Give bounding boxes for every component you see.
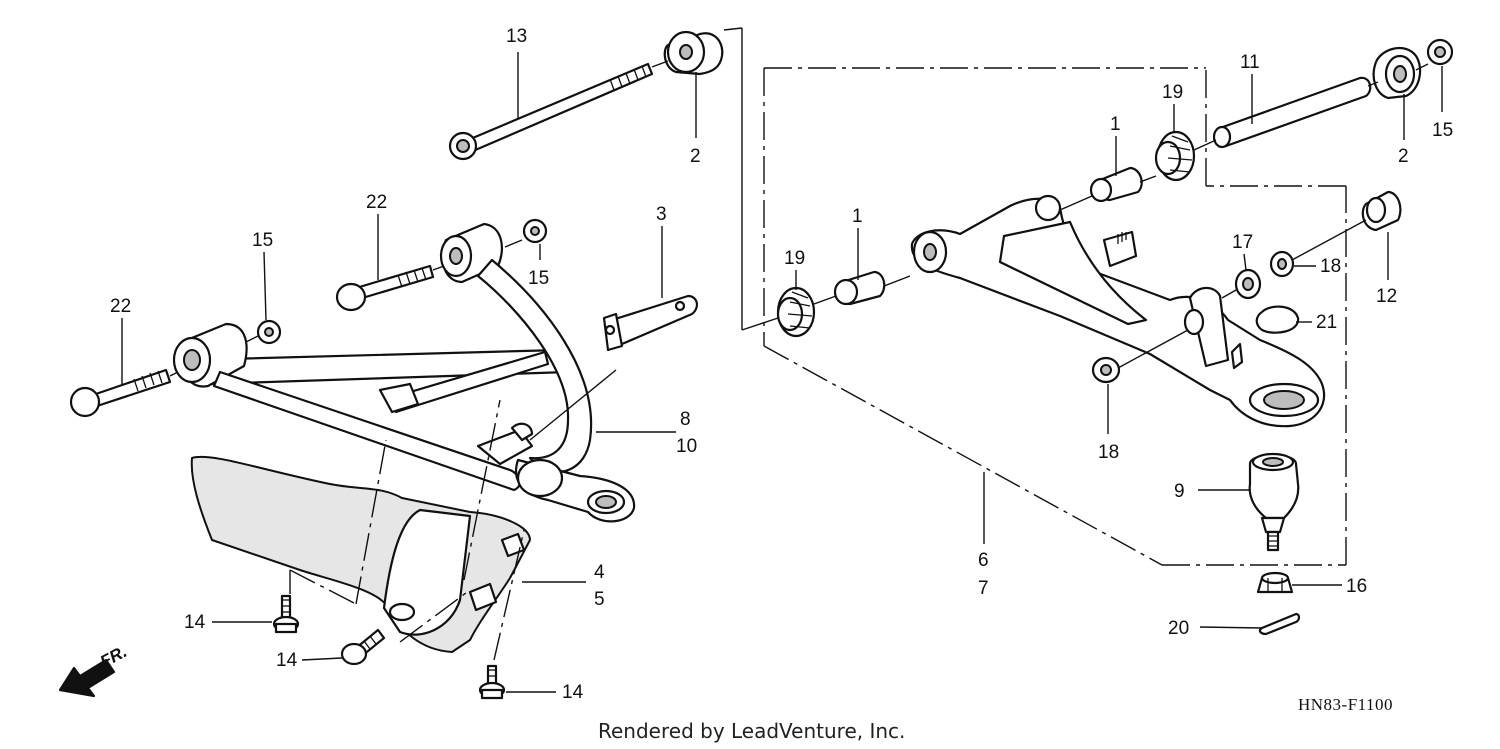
right-install-lines <box>813 63 1429 369</box>
nut-15-upper <box>522 218 548 244</box>
callout-18-upper: 18 <box>1320 256 1341 277</box>
callout-15-upper: 15 <box>528 268 549 289</box>
callout-17: 17 <box>1232 232 1253 253</box>
bracket-3 <box>602 294 698 352</box>
callout-1-lower: 1 <box>852 206 863 227</box>
callout-11: 11 <box>1240 52 1260 73</box>
callout-6: 6 <box>978 550 989 571</box>
nut-15-right <box>1426 38 1454 66</box>
callout-4: 4 <box>594 562 605 583</box>
callout-22-lower: 22 <box>110 296 131 317</box>
bushing-cap-2-left <box>663 30 724 76</box>
callout-14-b: 14 <box>276 650 298 671</box>
callout-19-lower: 19 <box>784 248 805 269</box>
callout-1-upper: 1 <box>1110 114 1121 135</box>
render-credit: Rendered by LeadVenture, Inc. <box>598 719 905 743</box>
callout-14-a: 14 <box>184 612 206 633</box>
cotter-pin-20 <box>1258 612 1301 636</box>
lower-arm-6-7 <box>910 194 1326 428</box>
nut-18-upper <box>1269 250 1295 278</box>
right-assembly <box>723 27 1454 636</box>
callout-15-right: 15 <box>1432 120 1453 141</box>
nut-18-lower <box>1091 356 1121 384</box>
upper-arm-8-10 <box>172 222 636 523</box>
bushing-17 <box>1234 268 1262 300</box>
callout-2-left: 2 <box>690 146 701 167</box>
right-frame-dashes <box>723 27 1347 566</box>
long-bolt-13 <box>448 62 654 161</box>
bushing-19-upper <box>1154 130 1196 182</box>
callout-14-c: 14 <box>562 682 584 703</box>
bushing-cap-2-right <box>1372 46 1422 100</box>
bolt-14-a <box>272 594 300 634</box>
callout-leaders <box>121 52 1443 693</box>
ball-joint-9 <box>1248 452 1300 552</box>
left-install-lines <box>169 60 669 661</box>
callout-10: 10 <box>676 436 697 457</box>
bolt-22-upper <box>335 264 435 312</box>
bushing-19-lower <box>776 286 816 338</box>
callout-21: 21 <box>1316 312 1337 333</box>
callout-labels: 13 2 22 15 15 3 22 8 10 4 5 14 14 14 11 … <box>110 26 1453 703</box>
pivot-pin-11 <box>1212 76 1372 149</box>
collar-12 <box>1361 190 1402 232</box>
callout-2-right: 2 <box>1398 146 1409 167</box>
nut-15-lower <box>256 319 282 345</box>
diagram-code: HN83-F1100 <box>1298 695 1393 714</box>
callout-18-lower: 18 <box>1098 442 1119 463</box>
left-assembly <box>58 30 724 700</box>
callout-3: 3 <box>656 204 667 225</box>
bolt-14-b <box>340 628 386 666</box>
collar-1-lower <box>833 270 886 306</box>
circlip-21 <box>1255 305 1300 334</box>
front-direction-arrow <box>58 658 116 698</box>
callout-16: 16 <box>1346 576 1367 597</box>
callout-12: 12 <box>1376 286 1397 307</box>
bolt-22-lower <box>69 368 172 418</box>
callout-9: 9 <box>1174 481 1185 502</box>
callout-7: 7 <box>978 578 989 599</box>
callout-20: 20 <box>1168 618 1189 639</box>
callout-8: 8 <box>680 409 691 430</box>
callout-19-upper: 19 <box>1162 82 1183 103</box>
bolt-14-c <box>478 664 506 700</box>
collar-1-upper <box>1089 166 1143 203</box>
callout-15-lower: 15 <box>252 230 273 251</box>
callout-22-upper: 22 <box>366 192 387 213</box>
skid-guard-4-5 <box>190 455 531 653</box>
callout-13: 13 <box>506 26 527 47</box>
callout-5: 5 <box>594 589 605 610</box>
castle-nut-16 <box>1256 571 1294 594</box>
